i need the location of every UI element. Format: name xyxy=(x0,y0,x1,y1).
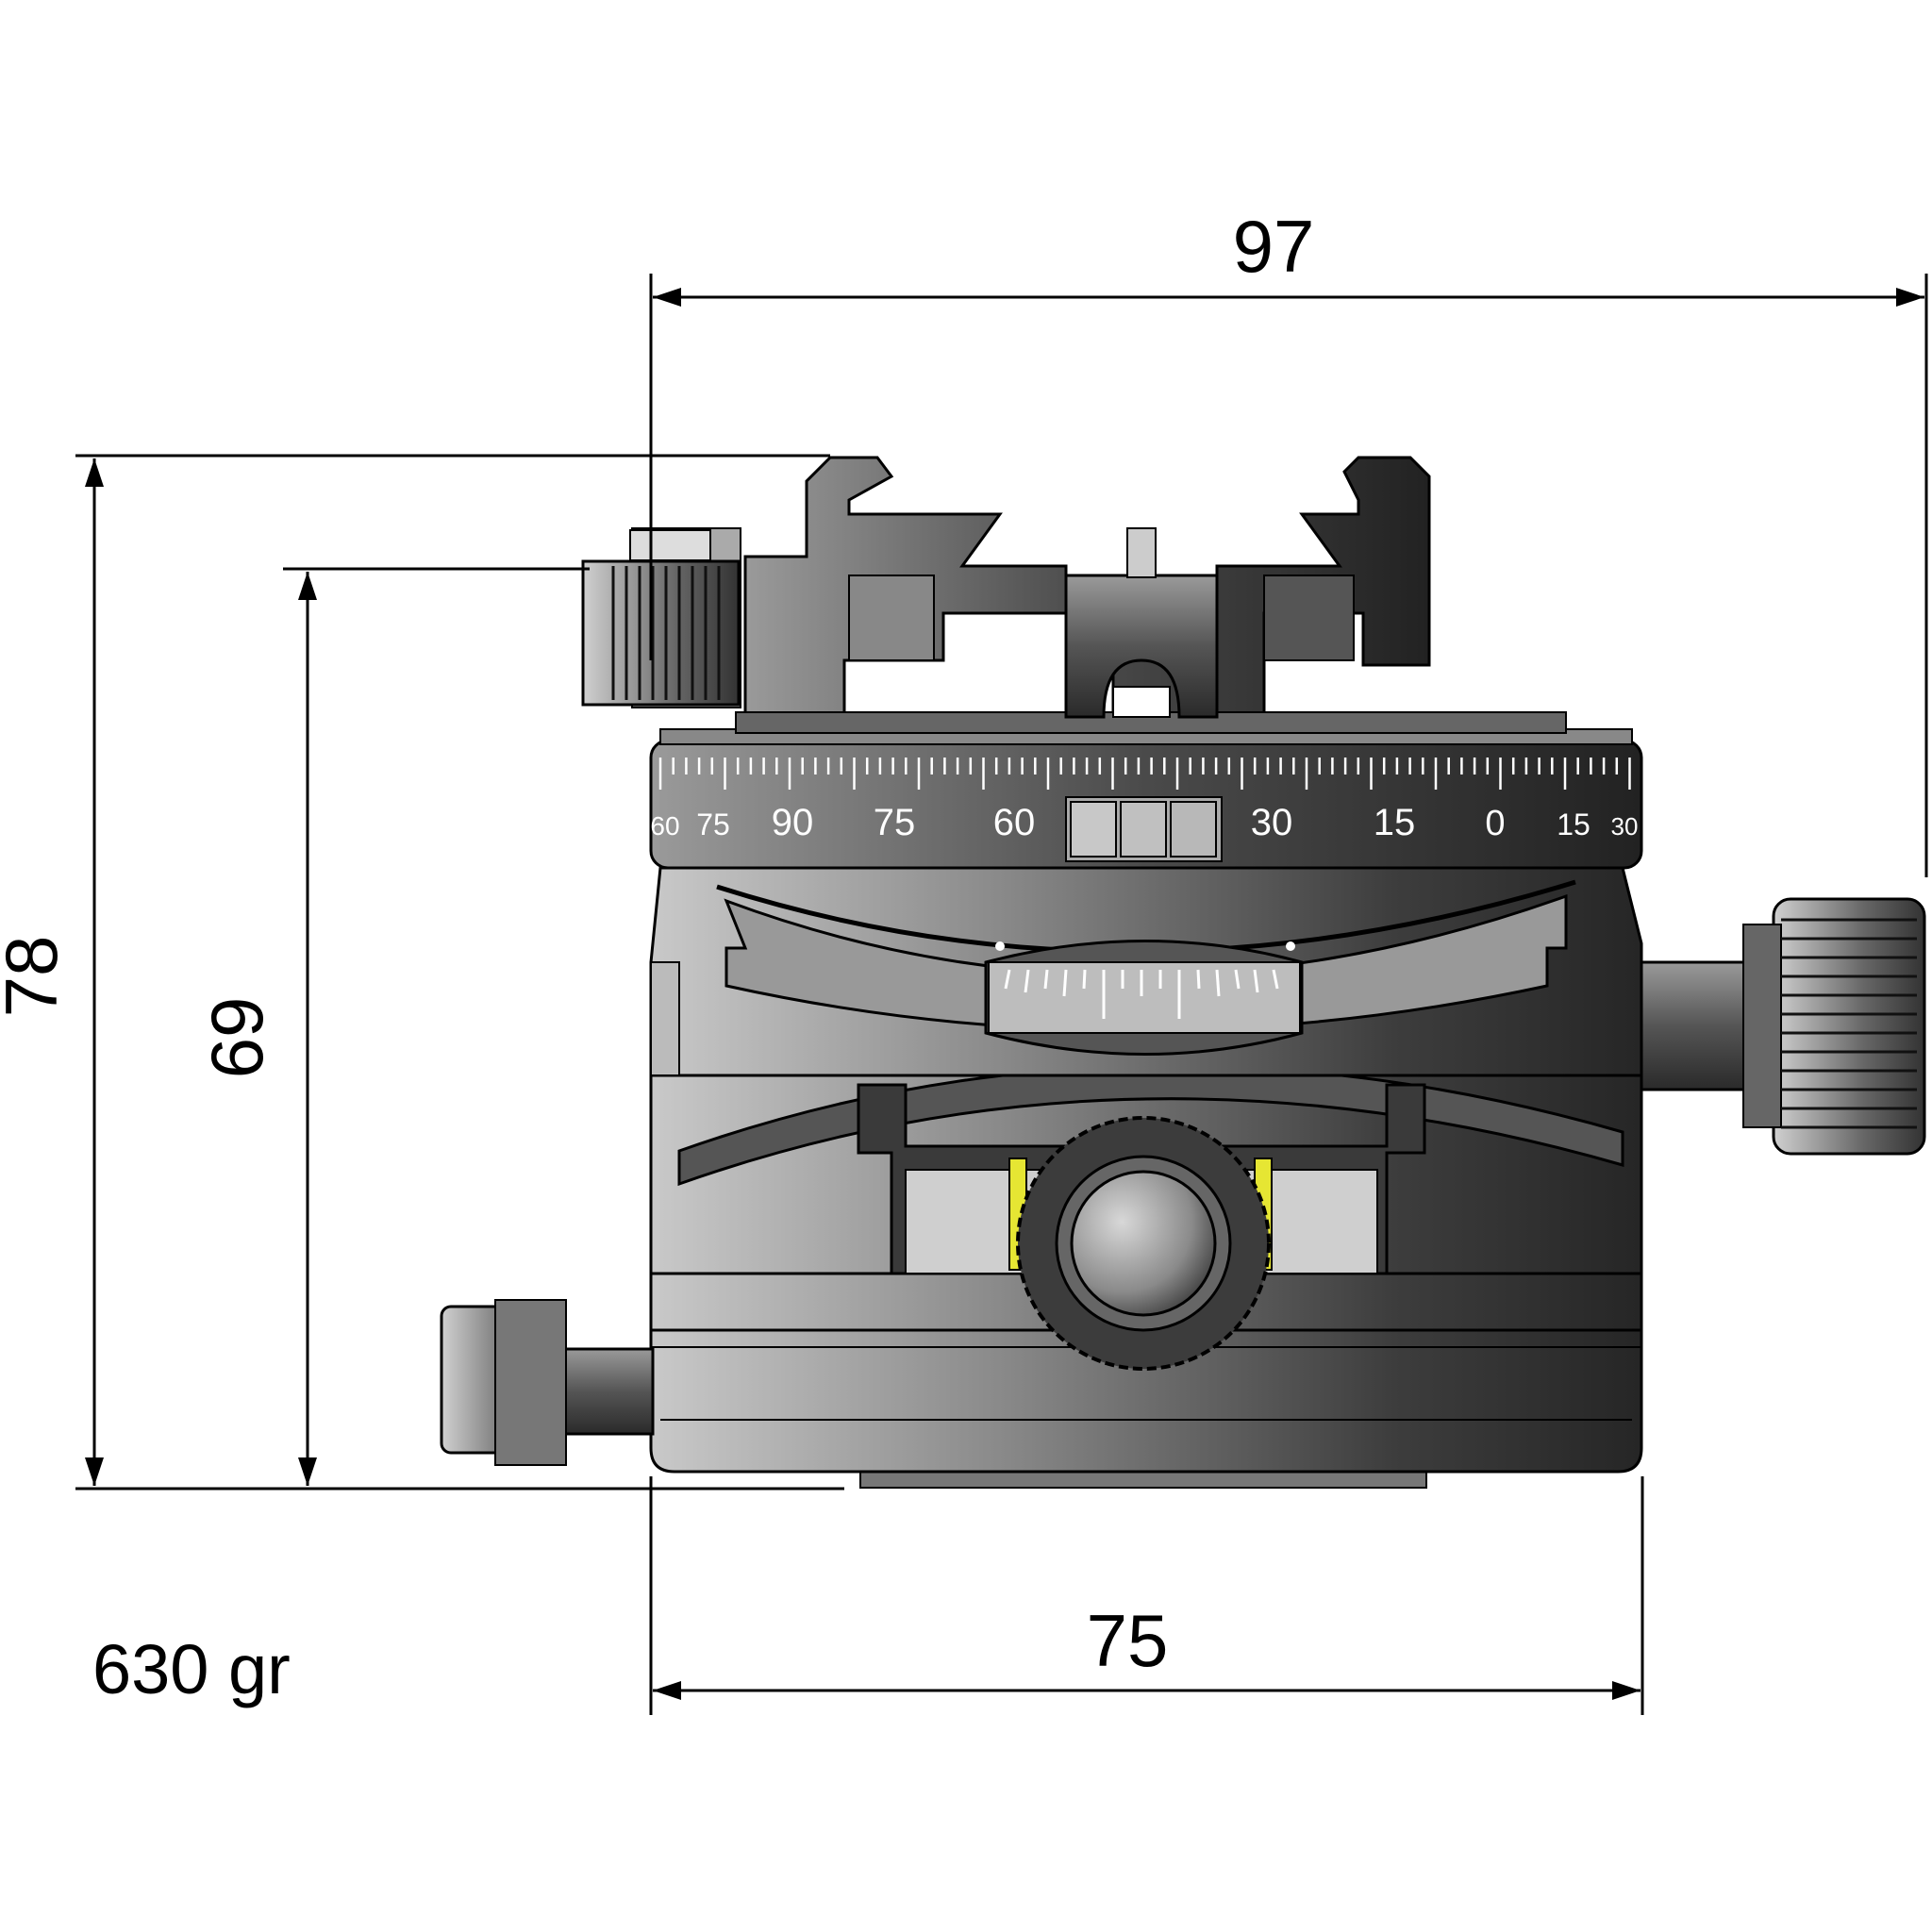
scale-label: 30 xyxy=(1251,802,1293,843)
scale-lock-block-left xyxy=(1070,801,1117,858)
clamp-knob-cap xyxy=(629,529,711,561)
clamp-center-notch xyxy=(1112,686,1171,718)
dimension-lines xyxy=(75,274,1928,1715)
scale-dot-left xyxy=(995,941,1005,951)
scale-label: 15 xyxy=(1374,802,1416,843)
right-knob-grip-lines xyxy=(1781,918,1917,1129)
scale-label: 60 xyxy=(650,811,679,841)
scale-label: 15 xyxy=(1557,808,1591,841)
scale-label: 60 xyxy=(993,802,1036,843)
secondary-scale-ticks xyxy=(1004,969,1279,1019)
clamp-slot-left xyxy=(848,575,935,661)
weight-label: 630 gr xyxy=(92,1630,291,1708)
scale-label: 90 xyxy=(772,802,814,843)
clamp-knob[interactable] xyxy=(581,559,741,707)
center-knob-button[interactable] xyxy=(1070,1170,1217,1317)
panning-scale-ticks xyxy=(658,758,1631,790)
dimension-height-outer: 78 xyxy=(0,936,73,1018)
left-body-notch xyxy=(650,961,680,1076)
clamp-knob-grip-lines xyxy=(611,566,721,700)
dimension-height-inner: 69 xyxy=(195,997,278,1079)
scale-lock-block-right xyxy=(1170,801,1217,858)
scale-label: 30 xyxy=(1611,812,1639,841)
clamp-safety-pin xyxy=(1126,527,1157,578)
scale-label: 75 xyxy=(874,802,916,843)
clamp-slot-right xyxy=(1263,575,1355,661)
dimension-width-bottom: 75 xyxy=(1087,1599,1169,1682)
scale-lock-block-mid xyxy=(1120,801,1167,858)
scale-dot-right xyxy=(1286,941,1295,951)
scale-label: 0 xyxy=(1485,804,1505,843)
clamp-saddle xyxy=(1064,574,1219,719)
dimension-width-top: 97 xyxy=(1233,205,1315,288)
right-knob-shaft xyxy=(1640,960,1757,1091)
scale-label: 75 xyxy=(696,808,730,841)
secondary-scale-face xyxy=(988,961,1301,1034)
right-knob-base xyxy=(1742,924,1782,1128)
device: 60 75 90 75 60 30 15 0 15 30 xyxy=(440,456,1926,1489)
panning-scale-labels: 60 75 90 75 60 30 15 0 15 30 xyxy=(650,802,1638,843)
left-knob-cap xyxy=(494,1299,567,1466)
